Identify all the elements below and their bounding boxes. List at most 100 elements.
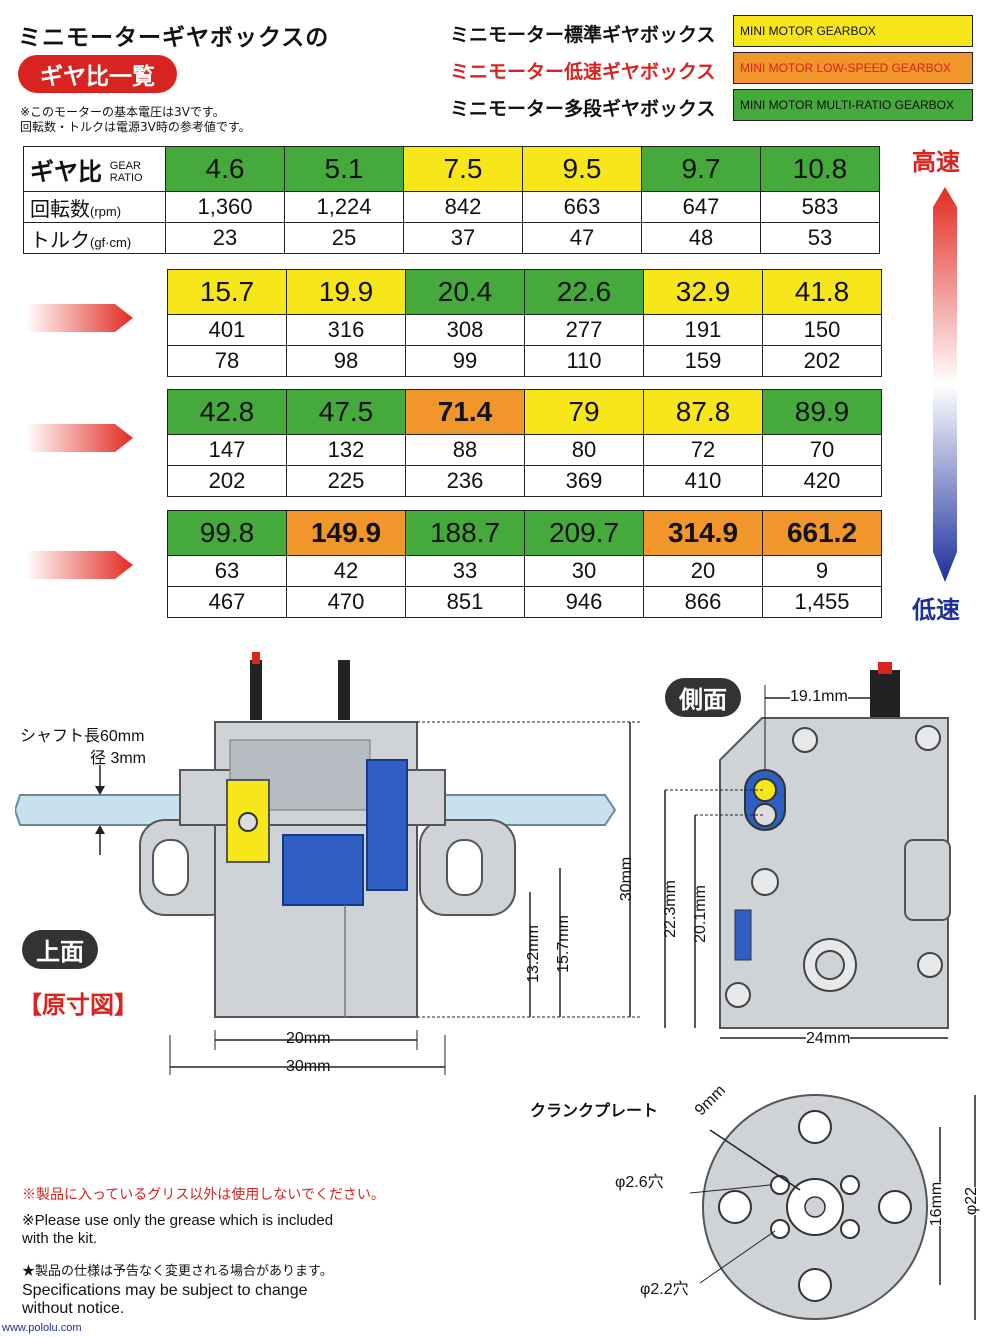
scale-label: 【原寸図】: [18, 991, 138, 1019]
torque-cell: 866: [643, 586, 763, 618]
rpm-cell: 80: [524, 434, 644, 466]
spec-note-en: Specifications may be subject to change …: [22, 1282, 308, 1317]
rpm-cell: 316: [286, 314, 406, 346]
ratio-cell: 42.8: [167, 389, 287, 435]
legend-standard: ミニモーター標準ギヤボックス MINI MOTOR GEARBOX: [450, 15, 975, 49]
shaft-diameter-label: 径 3mm: [90, 750, 147, 767]
legend-en: MINI MOTOR GEARBOX: [733, 15, 973, 47]
torque-cell: 37: [403, 222, 523, 254]
dim-20-1mm: 20.1mm: [691, 885, 709, 943]
rpm-cell: 30: [524, 555, 644, 587]
torque-cell: 47: [522, 222, 642, 254]
ratio-label: ギヤ比: [30, 158, 102, 186]
ratio-cell: 32.9: [643, 269, 763, 315]
torque-cell: 369: [524, 465, 644, 497]
legend-jp: ミニモーター多段ギヤボックス: [450, 98, 716, 120]
continue-arrow-icon: [25, 551, 133, 579]
ratio-label-en: GEAR RATIO: [109, 160, 143, 185]
ratio-cell: 7.5: [403, 146, 523, 192]
gear-table-block-1: ギヤ比 GEAR RATIO 4.6 5.1 7.5 9.5 9.7 10.8 …: [23, 146, 880, 254]
torque-cell: 225: [286, 465, 406, 497]
continue-arrow-icon: [25, 304, 133, 332]
torque-cell: 410: [643, 465, 763, 497]
torque-cell: 467: [167, 586, 287, 618]
torque-header: トルク(gf·cm): [23, 222, 166, 254]
legend-low-speed: ミニモーター低速ギヤボックス MINI MOTOR LOW-SPEED GEAR…: [450, 52, 975, 86]
ratio-cell: 188.7: [405, 510, 525, 556]
source-url[interactable]: www.pololu.com: [2, 1322, 82, 1334]
ratio-cell: 15.7: [167, 269, 287, 315]
ratio-cell: 20.4: [405, 269, 525, 315]
top-view-drawing: [15, 652, 640, 1075]
gear-table-block-2: 15.7 19.9 20.4 22.6 32.9 41.8 401 316 30…: [167, 269, 882, 377]
ratio-cell: 99.8: [167, 510, 287, 556]
dim-19-1mm: 19.1mm: [790, 688, 848, 706]
crank-plate-drawing: [690, 1094, 976, 1320]
spec-note-jp: ★製品の仕様は予告なく変更される場合があります。: [22, 1263, 333, 1278]
rpm-cell: 1,360: [165, 191, 285, 223]
rpm-cell: 150: [762, 314, 882, 346]
rpm-header: 回転数(rpm): [23, 191, 166, 223]
dim-22: φ22: [963, 1186, 982, 1216]
grease-warning-jp: ※製品に入っているグリス以外は使用しないでください。: [22, 1186, 385, 1202]
torque-cell: 202: [762, 345, 882, 377]
dim-15-7mm: 15.7mm: [554, 915, 572, 973]
top-view-label: 上面: [22, 930, 98, 969]
torque-cell: 110: [524, 345, 644, 377]
legend-jp: ミニモーター標準ギヤボックス: [450, 24, 716, 46]
page-subtitle: ギヤ比一覧: [18, 55, 177, 93]
torque-cell: 236: [405, 465, 525, 497]
rpm-cell: 9: [762, 555, 882, 587]
torque-cell: 53: [760, 222, 880, 254]
legend-en: MINI MOTOR LOW-SPEED GEARBOX: [733, 52, 973, 84]
rpm-cell: 1,224: [284, 191, 404, 223]
rpm-cell: 191: [643, 314, 763, 346]
ratio-cell: 79: [524, 389, 644, 435]
ratio-cell: 149.9: [286, 510, 406, 556]
crank-plate-label: クランクプレート: [530, 1101, 659, 1120]
dim-30mm-height: 30mm: [618, 856, 636, 902]
legend-en: MINI MOTOR MULTI-RATIO GEARBOX: [733, 89, 973, 121]
rpm-cell: 647: [641, 191, 761, 223]
ratio-cell: 71.4: [405, 389, 525, 435]
grease-warning-en: ※Please use only the grease which is inc…: [22, 1212, 334, 1247]
side-view-label: 側面: [665, 678, 741, 717]
ratio-cell: 47.5: [286, 389, 406, 435]
rpm-cell: 277: [524, 314, 644, 346]
rpm-label: 回転数: [30, 198, 90, 221]
rpm-cell: 132: [286, 434, 406, 466]
torque-cell: 946: [524, 586, 644, 618]
speed-gradient-arrow-icon: [933, 187, 957, 582]
dim-22-3mm: 22.3mm: [661, 880, 679, 938]
torque-cell: 78: [167, 345, 287, 377]
ratio-cell: 87.8: [643, 389, 763, 435]
ratio-cell: 209.7: [524, 510, 644, 556]
ratio-cell: 22.6: [524, 269, 644, 315]
rpm-cell: 33: [405, 555, 525, 587]
rpm-cell: 842: [403, 191, 523, 223]
ratio-cell: 9.5: [522, 146, 642, 192]
rpm-cell: 88: [405, 434, 525, 466]
note-line-2: 回転数・トルクは電源3V時の参考値です。: [20, 120, 251, 134]
torque-cell: 420: [762, 465, 882, 497]
torque-cell: 851: [405, 586, 525, 618]
hole-2-6-label: φ2.6穴: [615, 1168, 664, 1192]
rpm-cell: 70: [762, 434, 882, 466]
torque-cell: 48: [641, 222, 761, 254]
dim-20mm: 20mm: [286, 1030, 331, 1047]
ratio-cell: 9.7: [641, 146, 761, 192]
rpm-cell: 663: [522, 191, 642, 223]
speed-low-label: 低速: [912, 596, 960, 624]
dim-16mm: 16mm: [928, 1181, 947, 1227]
torque-label: トルク: [30, 229, 90, 252]
rpm-cell: 308: [405, 314, 525, 346]
torque-cell: 98: [286, 345, 406, 377]
dim-13-2mm: 13.2mm: [524, 925, 542, 983]
speed-high-label: 高速: [912, 148, 960, 176]
rpm-cell: 42: [286, 555, 406, 587]
rpm-cell: 20: [643, 555, 763, 587]
ratio-cell: 10.8: [760, 146, 880, 192]
ratio-cell: 19.9: [286, 269, 406, 315]
torque-cell: 25: [284, 222, 404, 254]
torque-unit: (gf·cm): [90, 234, 132, 250]
